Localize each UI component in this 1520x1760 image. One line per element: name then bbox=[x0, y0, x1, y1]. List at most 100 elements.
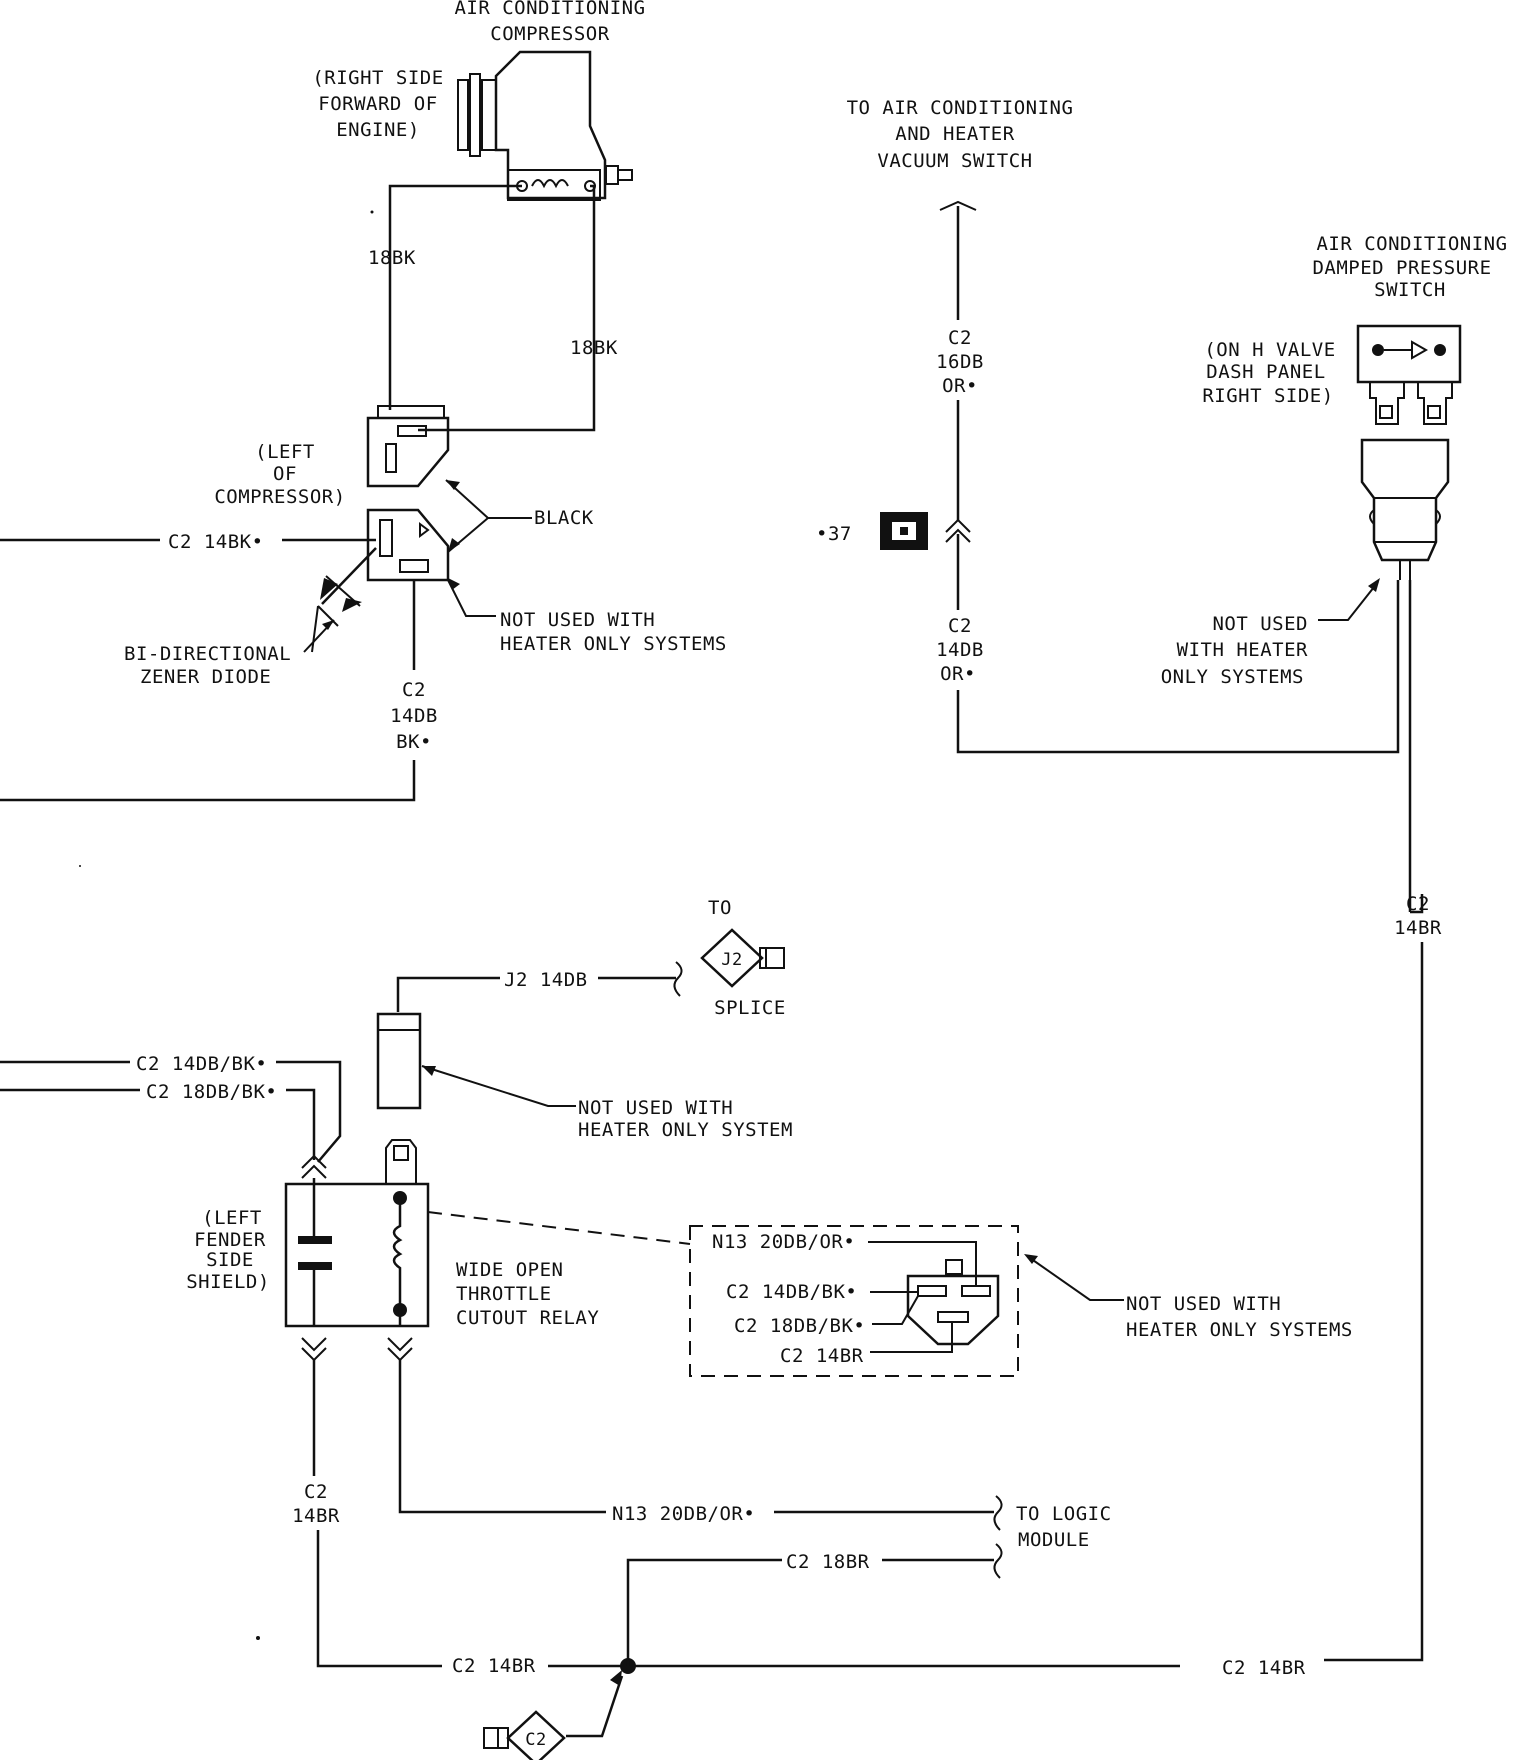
vacuum-inline-connector-icon bbox=[945, 518, 971, 543]
relay-pin-2: C2 14DB/BK• bbox=[726, 1281, 857, 1303]
connector-upper-half bbox=[366, 416, 450, 488]
relay-location-4: SHIELD) bbox=[186, 1271, 270, 1293]
wire-18bk-right-label: 18BK bbox=[570, 337, 618, 359]
connector-location-2: OF bbox=[273, 463, 297, 485]
pressure-title-3: SWITCH bbox=[1374, 279, 1446, 301]
splice-c2-icon bbox=[483, 1710, 566, 1760]
wire-14dbbk-label-2: 14DB bbox=[390, 705, 438, 727]
pressure-title-2: DAMPED PRESSURE bbox=[1312, 257, 1491, 279]
vacuum-upper-label-3: OR• bbox=[942, 375, 978, 397]
relay-name-3: CUTOUT RELAY bbox=[456, 1307, 599, 1329]
vacuum-lower-label-1: C2 bbox=[948, 615, 972, 637]
wire-14br-right-label: C2 14BR bbox=[1222, 1657, 1306, 1679]
speck bbox=[256, 1636, 260, 1640]
connector-note-2: HEATER ONLY SYSTEMS bbox=[500, 633, 727, 655]
vacuum-label-3: VACUUM SWITCH bbox=[877, 150, 1032, 172]
wire-14br-left-label: C2 14BR bbox=[452, 1655, 536, 1677]
wire-c2-14db-or bbox=[956, 580, 1400, 754]
compressor-title-1: AIR CONDITIONING bbox=[454, 0, 645, 19]
connector-37-icon bbox=[880, 512, 928, 550]
wire-n13-label: N13 20DB/OR• bbox=[612, 1503, 755, 1525]
logic-label-1: TO LOGIC bbox=[1016, 1503, 1112, 1525]
vacuum-label-2: AND HEATER bbox=[895, 123, 1014, 145]
relay-upper-note-1: NOT USED WITH bbox=[578, 1097, 733, 1119]
relay-output-connector-right-icon bbox=[387, 1337, 413, 1362]
wire-j2-label: J2 14DB bbox=[504, 969, 588, 991]
compressor-clutch-coil-icon bbox=[507, 165, 633, 201]
pressure-switch bbox=[1356, 324, 1462, 425]
detail-note-1: NOT USED WITH bbox=[1126, 1293, 1281, 1315]
wire-c2-18dbbk-label: C2 18DB/BK• bbox=[146, 1081, 277, 1103]
vacuum-upper-label-1: C2 bbox=[948, 327, 972, 349]
relay-output-connector-left-icon bbox=[301, 1337, 327, 1362]
relay-wire-label-1: C2 bbox=[304, 1481, 328, 1503]
wire-18br-label: C2 18BR bbox=[786, 1551, 870, 1573]
connector-location-1: (LEFT bbox=[255, 441, 315, 463]
compressor-title-2: COMPRESSOR bbox=[490, 23, 609, 45]
pressure-location-1: (ON H VALVE bbox=[1204, 339, 1335, 361]
connector-lower-half bbox=[366, 508, 450, 582]
splice-id: J2 bbox=[721, 950, 742, 970]
relay-connector-detail: N13 20DB/OR• C2 14DB/BK• C2 18DB/BK• C2 … bbox=[689, 1225, 1019, 1377]
detail-leader-line bbox=[427, 1211, 691, 1245]
pressure-switch-connector bbox=[1360, 438, 1450, 580]
relay-name-1: WIDE OPEN bbox=[456, 1259, 563, 1281]
relay-input-connector-icon bbox=[301, 1154, 327, 1179]
pressure-note-3: ONLY SYSTEMS bbox=[1161, 666, 1304, 688]
wire-18bk-left bbox=[388, 184, 522, 410]
stray-dot bbox=[370, 210, 374, 214]
logic-label-2: MODULE bbox=[1018, 1529, 1090, 1551]
splice-label: SPLICE bbox=[714, 997, 786, 1019]
vacuum-wire-break-icon bbox=[939, 200, 977, 211]
black-label: BLACK bbox=[534, 507, 594, 529]
wire-c2-14br-right bbox=[1324, 942, 1424, 1662]
relay-upper-connector bbox=[376, 1012, 422, 1110]
relay-wire-label-2: 14BR bbox=[292, 1505, 340, 1527]
wire-c2-14dbbk-label: C2 14DB/BK• bbox=[136, 1053, 267, 1075]
relay-location-3: SIDE bbox=[206, 1249, 254, 1271]
wire-c2-14db-bk bbox=[0, 760, 416, 802]
wire-14dbbk-label-1: C2 bbox=[402, 679, 426, 701]
relay-pin-1: N13 20DB/OR• bbox=[712, 1231, 855, 1253]
detail-note-2: HEATER ONLY SYSTEMS bbox=[1126, 1319, 1353, 1341]
splice-j2-icon bbox=[700, 928, 785, 988]
compressor-connector: (LEFT OF COMPRESSOR) bbox=[214, 405, 450, 582]
pressure-title-1: AIR CONDITIONING bbox=[1316, 233, 1507, 255]
diode-label-2: ZENER DIODE bbox=[140, 666, 271, 688]
relay-name-2: THROTTLE bbox=[456, 1283, 552, 1305]
ground-splice-id: C2 bbox=[525, 1730, 546, 1750]
splice-to-label: TO bbox=[708, 897, 732, 919]
compressor-body bbox=[494, 50, 607, 200]
relay-terminal bbox=[385, 1139, 417, 1184]
relay-upper-note-2: HEATER ONLY SYSTEM bbox=[578, 1119, 793, 1141]
wire-break-icon bbox=[673, 961, 683, 997]
wire-18bk-left-label: 18BK bbox=[368, 247, 416, 269]
pressure-wire-label-1: C2 bbox=[1406, 893, 1430, 915]
wire-18bk-right bbox=[418, 184, 596, 432]
compressor-pulley-icon bbox=[457, 73, 497, 157]
connector-note-1: NOT USED WITH bbox=[500, 609, 655, 631]
relay-body bbox=[284, 1178, 430, 1328]
connector-location-3: COMPRESSOR) bbox=[214, 486, 345, 508]
relay-pin-3: C2 18DB/BK• bbox=[734, 1315, 865, 1337]
compressor: AIR CONDITIONING COMPRESSOR (RIGHT SIDE … bbox=[312, 0, 645, 201]
connector-ref: •37 bbox=[816, 523, 852, 545]
pressure-wire-label-2: 14BR bbox=[1394, 917, 1442, 939]
relay-location-1: (LEFT bbox=[202, 1207, 262, 1229]
relay-location-2: FENDER bbox=[194, 1229, 266, 1251]
compressor-location-1: (RIGHT SIDE bbox=[312, 67, 443, 89]
compressor-location-2: FORWARD OF bbox=[318, 93, 437, 115]
pressure-location-2: DASH PANEL bbox=[1206, 361, 1325, 383]
speck bbox=[79, 865, 81, 867]
vacuum-lower-label-2: 14DB bbox=[936, 639, 984, 661]
vacuum-lower-label-3: OR• bbox=[940, 663, 976, 685]
pressure-location-3: RIGHT SIDE) bbox=[1202, 385, 1333, 407]
compressor-location-3: ENGINE) bbox=[336, 119, 420, 141]
wire-14dbbk-label-3: BK• bbox=[396, 731, 432, 753]
relay-pin-4: C2 14BR bbox=[780, 1345, 864, 1367]
zener-diode-icon bbox=[320, 547, 377, 612]
wire-c2-14bk-label: C2 14BK• bbox=[168, 531, 264, 553]
diode-label-1: BI-DIRECTIONAL bbox=[124, 643, 291, 665]
vacuum-label-1: TO AIR CONDITIONING bbox=[847, 97, 1074, 119]
